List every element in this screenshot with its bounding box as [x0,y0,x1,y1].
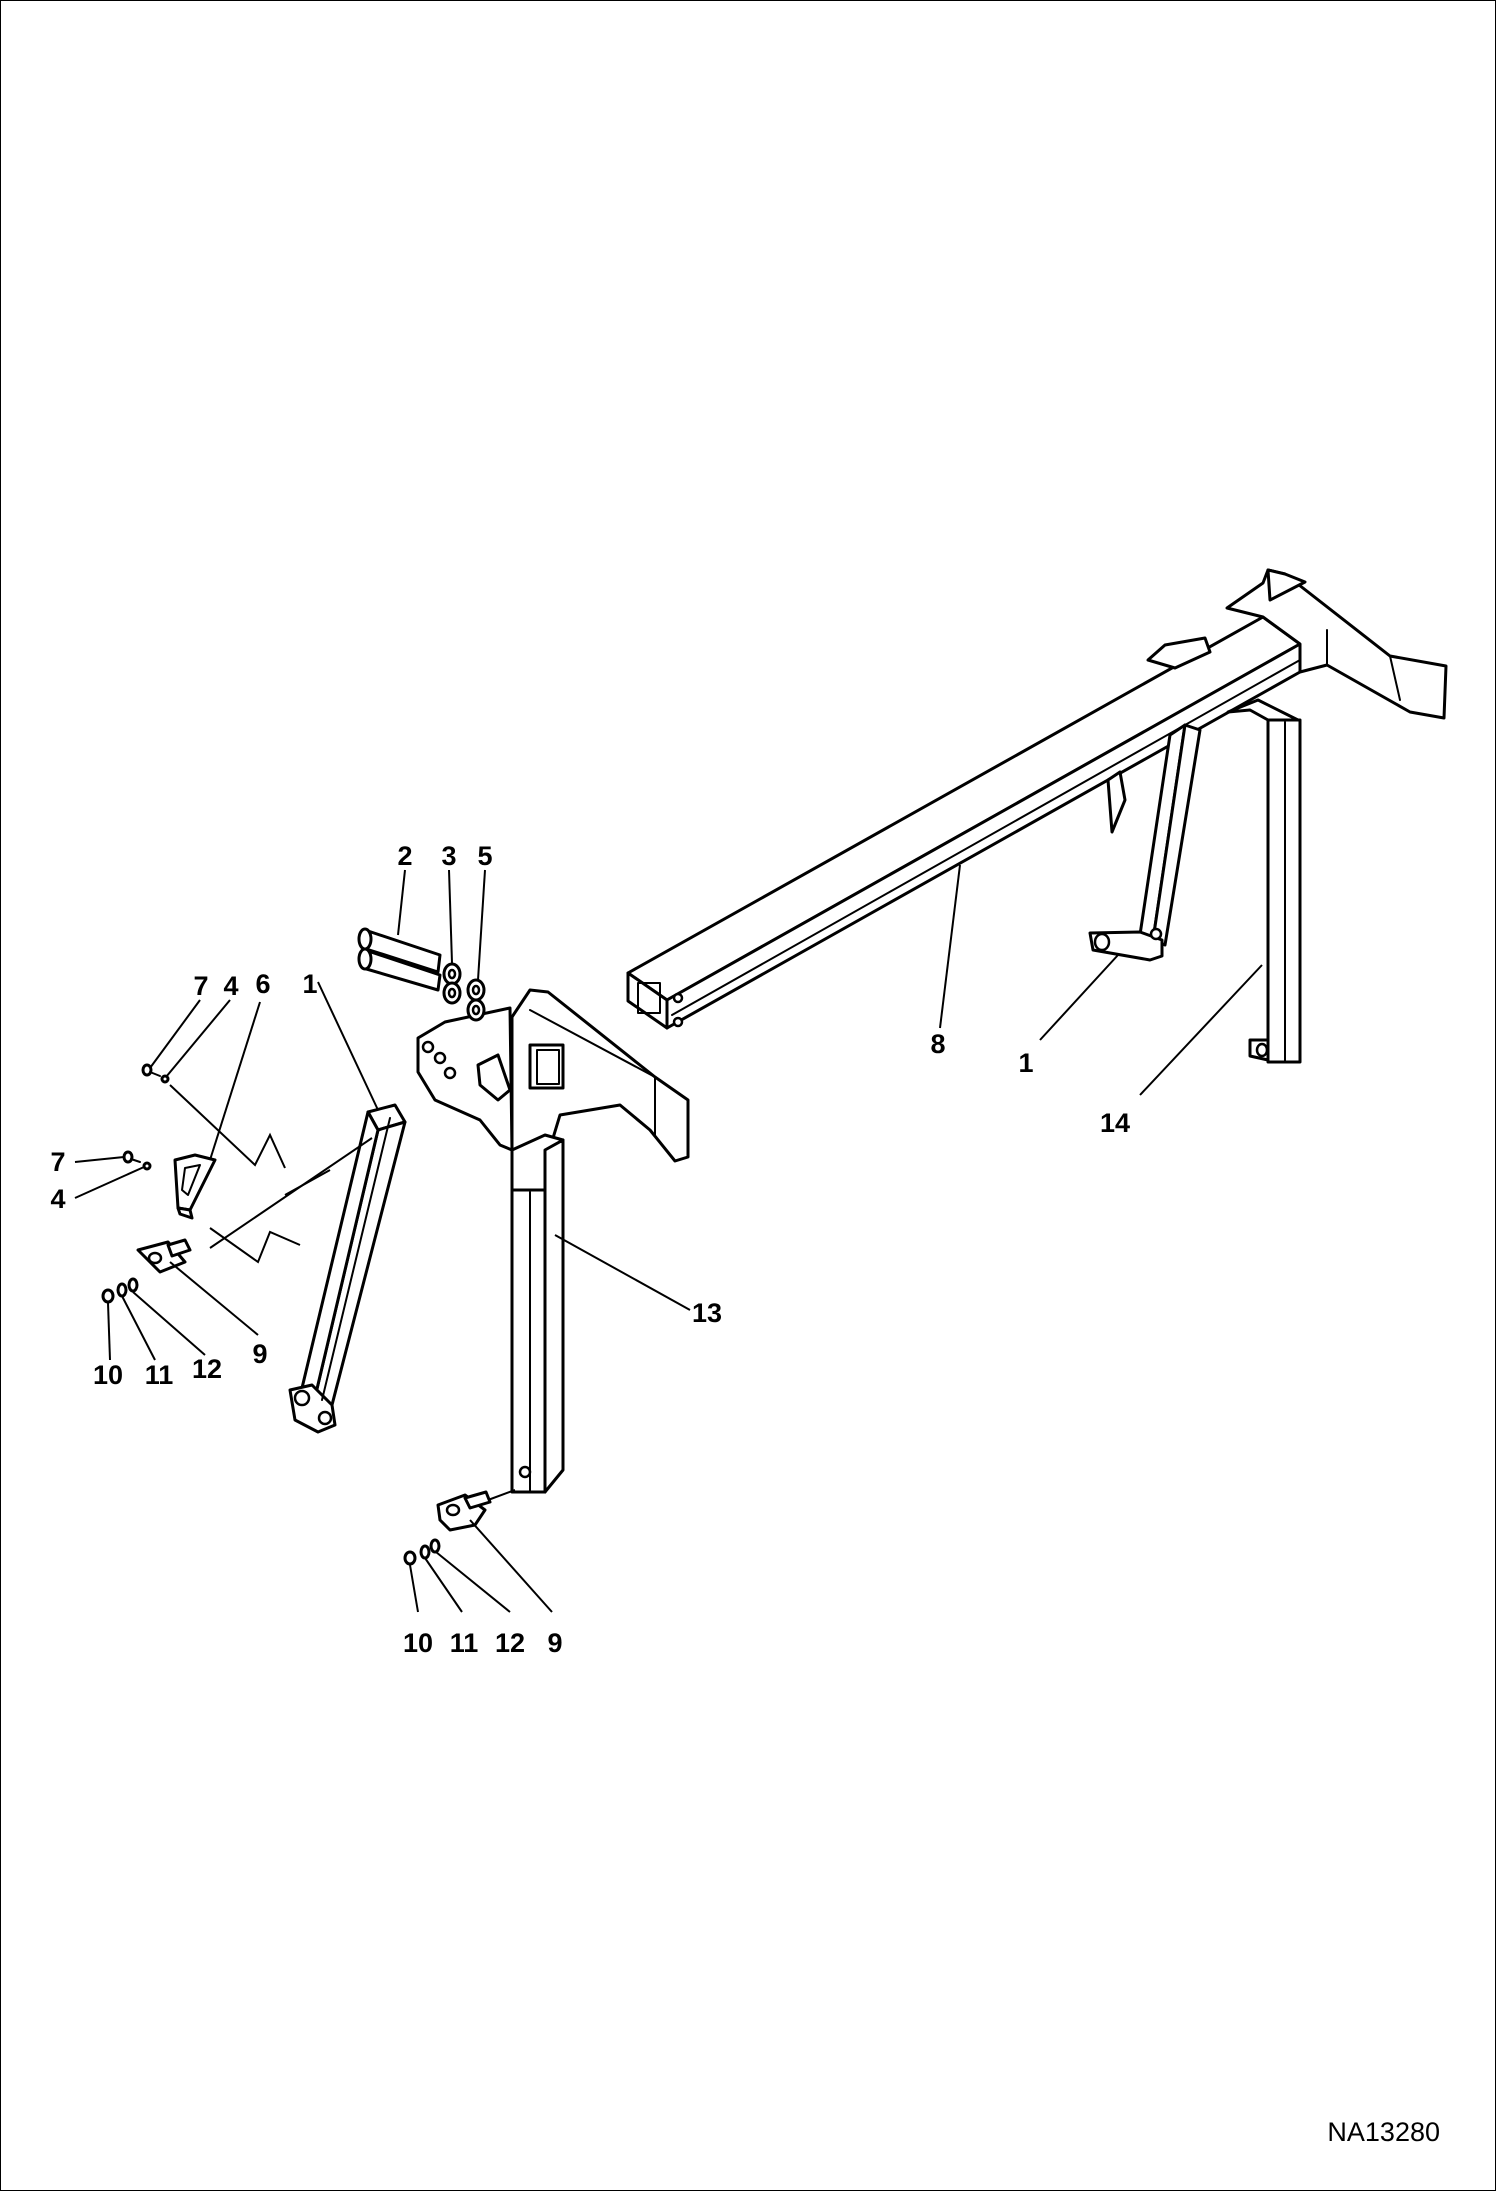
callout-8: 8 [930,1029,945,1059]
washer-4-upper [160,1074,170,1084]
side-strut-1-left [288,1103,407,1434]
pivot-pin-9-lower [436,1490,492,1532]
callout-7-lower: 7 [50,1147,65,1177]
rear-leg-14 [1226,698,1302,1064]
callout-4-upper: 4 [223,971,238,1001]
callout-12-upper: 12 [192,1354,222,1384]
grab-handle-6 [173,1153,217,1220]
callout-2: 2 [397,841,412,871]
washer-4-lower [142,1161,152,1171]
callout-11-lower: 11 [450,1628,479,1658]
callout-5: 5 [477,841,492,871]
callout-10-lower: 10 [403,1628,433,1658]
screw-7-upper [141,1063,161,1077]
front-bracket-frame [416,988,690,1192]
bolts-2 [357,927,442,992]
callout-1-left: 1 [302,969,317,999]
callout-10-upper: 10 [93,1360,123,1390]
callout-12-lower: 12 [495,1628,525,1658]
pivot-pin-9-upper [136,1238,192,1274]
figure-id: NA13280 [1327,2117,1440,2147]
callout-leaders [74,864,1263,1613]
callout-1-right: 1 [1018,1048,1033,1078]
callout-labels: 2 3 5 7 4 6 1 7 4 9 10 11 12 13 8 1 14 1… [50,841,1130,1658]
screw-7-lower [122,1150,141,1164]
assembly-centerlines [169,1084,516,1501]
callout-3: 3 [441,841,456,871]
callout-9-lower: 9 [547,1628,562,1658]
callout-6: 6 [255,969,270,999]
callout-4-lower: 4 [50,1184,65,1214]
callout-14: 14 [1100,1108,1130,1138]
callout-11-upper: 11 [145,1360,174,1390]
top-bracket-right [1146,568,1448,720]
callout-9-upper: 9 [252,1339,267,1369]
crossbar-tube-8 [626,615,1302,1030]
callout-13: 13 [692,1298,722,1328]
callout-7-upper: 7 [193,971,208,1001]
washers-5 [466,978,486,1022]
front-leg-13 [510,1133,565,1494]
washers-3 [442,962,462,1005]
fastener-10-11-12-upper [101,1277,139,1304]
fastener-10-11-12-lower [403,1538,441,1566]
side-strut-1-right [1088,723,1202,962]
